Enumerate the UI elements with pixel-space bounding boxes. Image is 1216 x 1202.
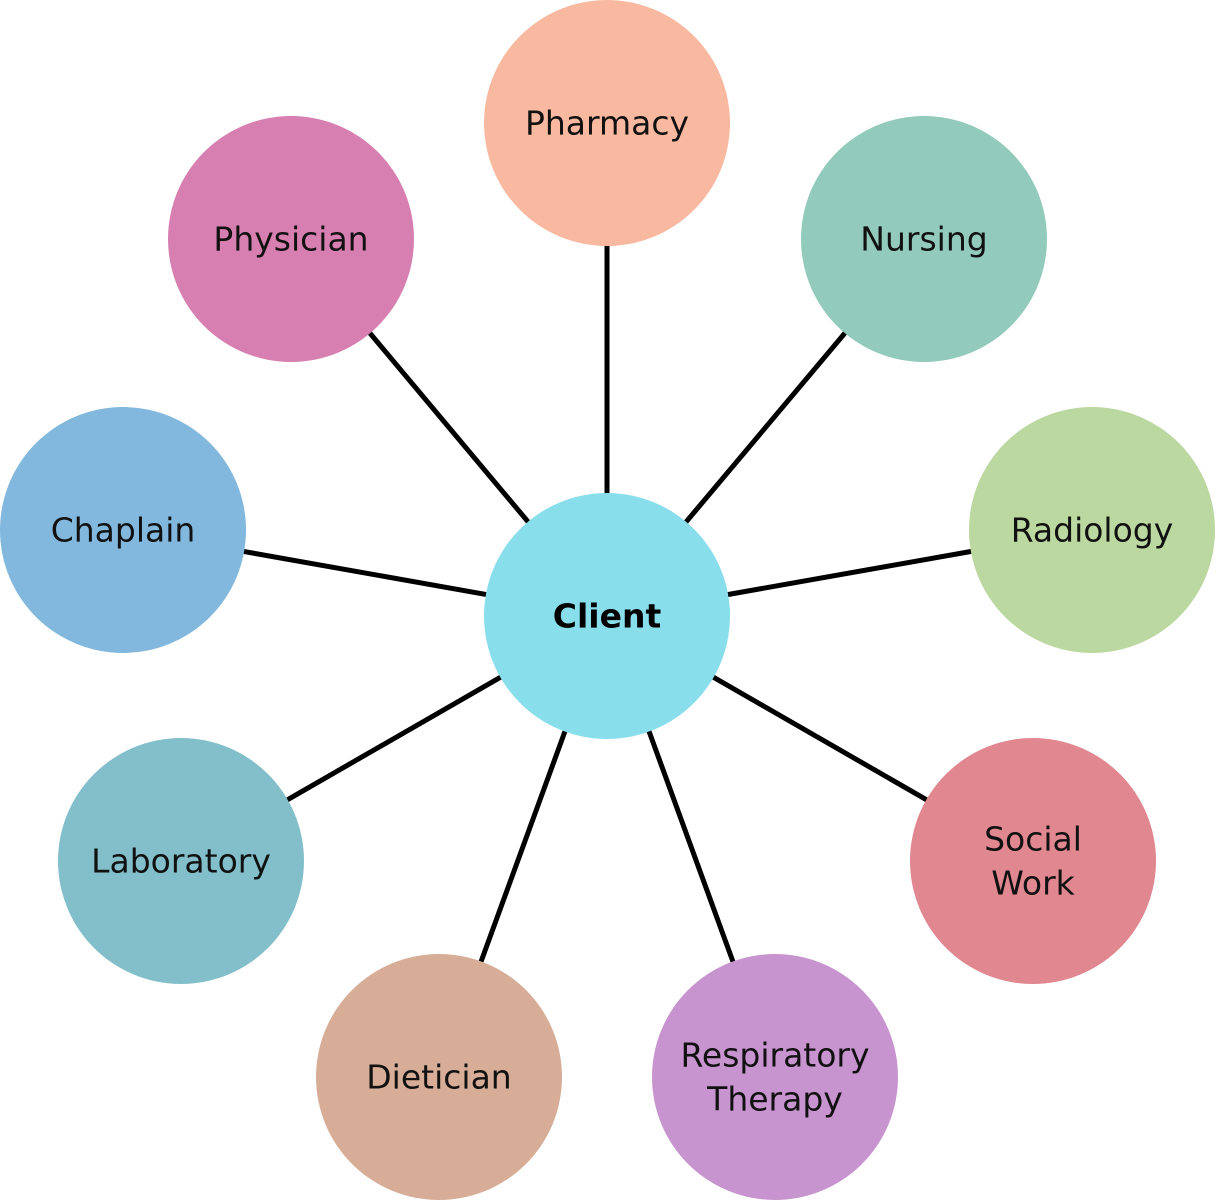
connector-dietician [478, 728, 568, 965]
node-label-chaplain: Chaplain [51, 511, 196, 550]
node-label-respiratory-therapy: Respiratory [680, 1036, 869, 1075]
node-circle-radiology [969, 407, 1215, 653]
connector-respiratory-therapy [646, 728, 736, 965]
node-chaplain: Chaplain [0, 407, 246, 653]
node-physician: Physician [168, 116, 414, 362]
node-circle-social-work [910, 738, 1156, 984]
node-label-social-work: Social [984, 820, 1082, 859]
node-circle-pharmacy [484, 0, 730, 246]
connector-physician [366, 330, 532, 525]
node-circle-nursing [801, 116, 1047, 362]
node-label-pharmacy: Pharmacy [525, 104, 689, 143]
node-nursing: Nursing [801, 116, 1047, 362]
node-dietician: Dietician [316, 954, 562, 1200]
node-label-laboratory: Laboratory [91, 842, 271, 881]
connector-laboratory [284, 674, 504, 803]
connector-radiology [725, 548, 974, 598]
node-label-social-work: Work [991, 864, 1075, 903]
node-circle-chaplain [0, 407, 246, 653]
node-label-nursing: Nursing [860, 220, 987, 259]
node-label-respiratory-therapy: Therapy [706, 1080, 843, 1119]
connector-chaplain [241, 548, 489, 598]
node-circle-physician [168, 116, 414, 362]
node-label-dietician: Dietician [366, 1058, 511, 1097]
center-label: Client [553, 597, 662, 636]
connector-social-work [710, 674, 930, 803]
center-circle [484, 493, 730, 739]
node-circle-laboratory [58, 738, 304, 984]
connector-lines [241, 244, 974, 965]
node-circle-respiratory-therapy [652, 954, 898, 1200]
node-label-radiology: Radiology [1011, 511, 1174, 550]
center-node: Client [484, 493, 730, 739]
node-radiology: Radiology [969, 407, 1215, 653]
node-label-physician: Physician [213, 220, 368, 259]
node-laboratory: Laboratory [58, 738, 304, 984]
node-pharmacy: Pharmacy [484, 0, 730, 246]
connector-nursing [682, 330, 849, 525]
node-circle-dietician [316, 954, 562, 1200]
